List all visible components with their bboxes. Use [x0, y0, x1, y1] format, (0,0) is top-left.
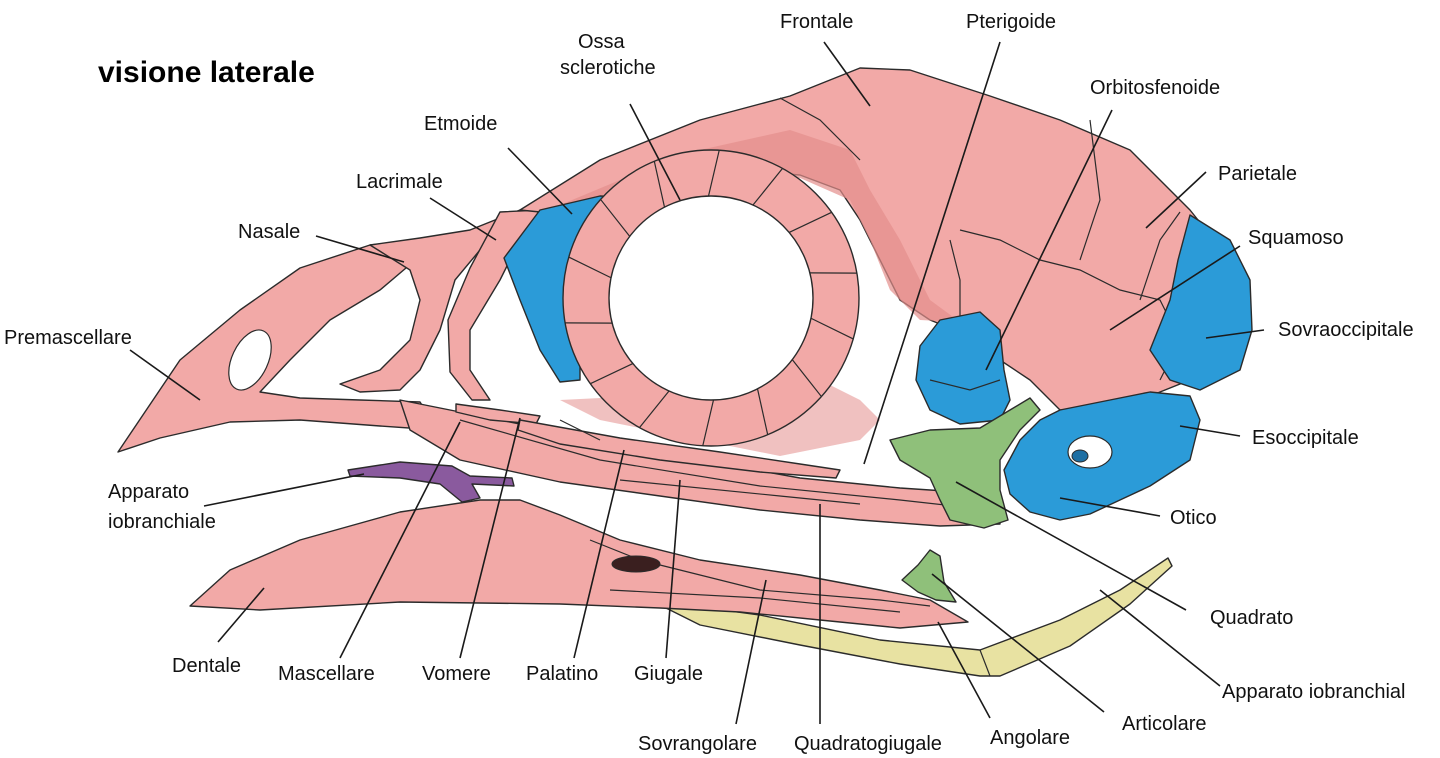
- hyoid-purple-bone: [348, 462, 514, 502]
- label-dentale: Dentale: [172, 655, 241, 677]
- articolare-bone: [902, 550, 956, 602]
- label-giugale: Giugale: [634, 663, 703, 685]
- label-otico: Otico: [1170, 507, 1217, 529]
- label-apparato-right: Apparato iobranchial: [1222, 681, 1405, 703]
- label-quadratogiugale: Quadratogiugale: [794, 733, 942, 755]
- label-lacrimale: Lacrimale: [356, 171, 443, 193]
- label-sovraoccipitale: Sovraoccipitale: [1278, 319, 1414, 341]
- leader-apparato-right: [1100, 590, 1220, 686]
- label-apparato-left-2: iobranchiale: [108, 511, 216, 533]
- label-quadrato: Quadrato: [1210, 607, 1293, 629]
- label-ossa-1: Ossa: [578, 31, 626, 53]
- label-nasale: Nasale: [238, 221, 300, 243]
- label-ossa-2: sclerotiche: [560, 57, 656, 79]
- skull-drawing: [118, 68, 1252, 676]
- label-sovrangolare: Sovrangolare: [638, 733, 757, 755]
- label-etmoide: Etmoide: [424, 113, 497, 135]
- mandibular-fenestra: [612, 556, 660, 572]
- label-mascellare: Mascellare: [278, 663, 375, 685]
- orbitosfenoide-bone: [916, 312, 1010, 424]
- label-orbitosfenoide: Orbitosfenoide: [1090, 77, 1220, 99]
- label-apparato-left-1: Apparato: [108, 481, 189, 503]
- label-premascellare: Premascellare: [4, 327, 132, 349]
- label-frontale: Frontale: [780, 11, 853, 33]
- sclerotic-ring: [563, 150, 859, 446]
- diagram-title: visione laterale: [98, 56, 315, 89]
- label-pterigoide: Pterigoide: [966, 11, 1056, 33]
- premascellare-bone: [118, 240, 438, 452]
- label-palatino: Palatino: [526, 663, 598, 685]
- leader-articolare: [932, 574, 1104, 712]
- label-squamoso: Squamoso: [1248, 227, 1344, 249]
- label-articolare: Articolare: [1122, 713, 1206, 735]
- label-parietale: Parietale: [1218, 163, 1297, 185]
- label-esoccipitale: Esoccipitale: [1252, 427, 1359, 449]
- leader-apparato-left: [204, 474, 364, 506]
- label-vomere: Vomere: [422, 663, 491, 685]
- label-angolare: Angolare: [990, 727, 1070, 749]
